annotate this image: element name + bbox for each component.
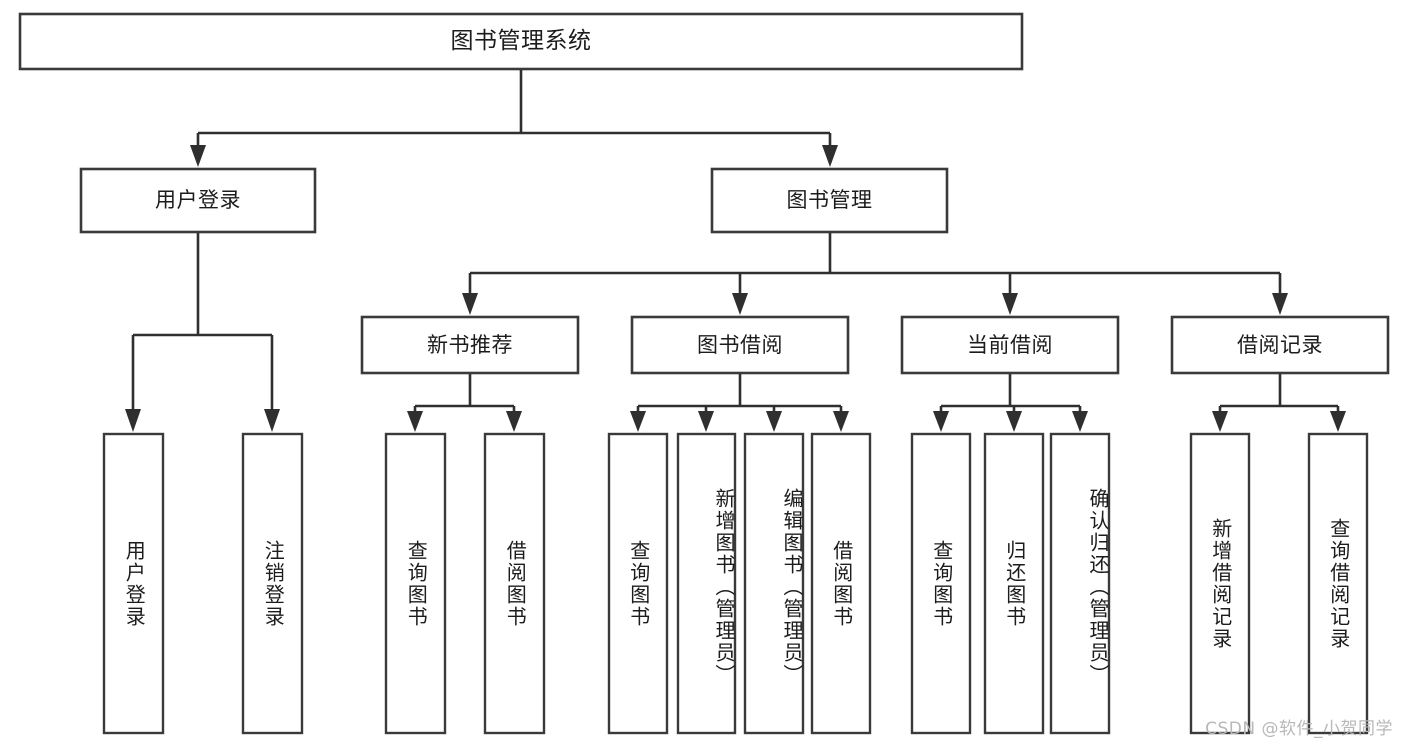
node-box-user-login[interactable] <box>79 167 317 234</box>
arrow-leaf-query-record <box>1330 411 1346 432</box>
arrow-leaf-logout <box>264 409 280 432</box>
arrow-to-user-login <box>190 145 206 167</box>
arrow-to-current-borrow <box>1002 293 1018 315</box>
connectors-current-borrow-to-leaves <box>933 373 1088 432</box>
node-box-leaf-borrow-book-2[interactable] <box>810 432 872 735</box>
node-box-leaf-add-book[interactable] <box>676 432 737 735</box>
arrow-leaf-add-record <box>1212 411 1228 432</box>
node-box-leaf-logout[interactable] <box>241 432 304 735</box>
arrow-leaf-borrow-book-1 <box>506 411 522 432</box>
connectors-book-borrow-to-leaves <box>630 373 849 432</box>
node-box-leaf-borrow-book-1[interactable] <box>483 432 546 735</box>
node-box-book-admin[interactable] <box>710 167 949 234</box>
node-box-current-borrow[interactable] <box>900 315 1120 375</box>
arrow-leaf-query-book-2 <box>630 411 646 432</box>
node-box-leaf-edit-book[interactable] <box>743 432 805 735</box>
node-box-leaf-query-book-2[interactable] <box>607 432 669 735</box>
node-box-leaf-query-record[interactable] <box>1307 432 1369 735</box>
node-box-root[interactable] <box>18 12 1024 71</box>
connectors-user-login-to-leaves <box>125 232 280 432</box>
node-box-book-borrow[interactable] <box>630 315 850 375</box>
connectors-borrow-record-to-leaves <box>1212 373 1346 432</box>
arrow-leaf-borrow-book-2 <box>833 411 849 432</box>
connectors-book-admin-to-level3 <box>462 232 1288 315</box>
arrow-leaf-confirm-return <box>1072 411 1088 432</box>
arrow-leaf-query-book-1 <box>407 411 423 432</box>
arrow-to-book-borrow <box>732 293 748 315</box>
arrow-leaf-query-book-3 <box>933 411 949 432</box>
node-box-borrow-record[interactable] <box>1170 315 1390 375</box>
arrow-leaf-add-book <box>698 411 714 432</box>
arrow-to-book-admin <box>822 145 838 167</box>
node-box-leaf-query-book-3[interactable] <box>910 432 972 735</box>
arrow-to-borrow-record <box>1272 293 1288 315</box>
arrow-leaf-user-login <box>125 409 141 432</box>
arrow-leaf-return-book <box>1006 411 1022 432</box>
node-box-leaf-confirm-return[interactable] <box>1049 432 1111 735</box>
arrow-leaf-edit-book <box>766 411 782 432</box>
node-box-leaf-return-book[interactable] <box>983 432 1045 735</box>
arrow-to-new-book-rec <box>462 293 478 315</box>
node-box-leaf-add-record[interactable] <box>1189 432 1251 735</box>
node-box-leaf-query-book-1[interactable] <box>384 432 447 735</box>
csdn-watermark: CSDN @软件_小贺同学 <box>1205 719 1393 739</box>
node-box-new-book-rec[interactable] <box>360 315 580 375</box>
connectors-new-book-rec-to-leaves <box>407 373 522 432</box>
connectors-root-to-level2 <box>190 69 838 167</box>
node-box-leaf-user-login[interactable] <box>102 432 165 735</box>
